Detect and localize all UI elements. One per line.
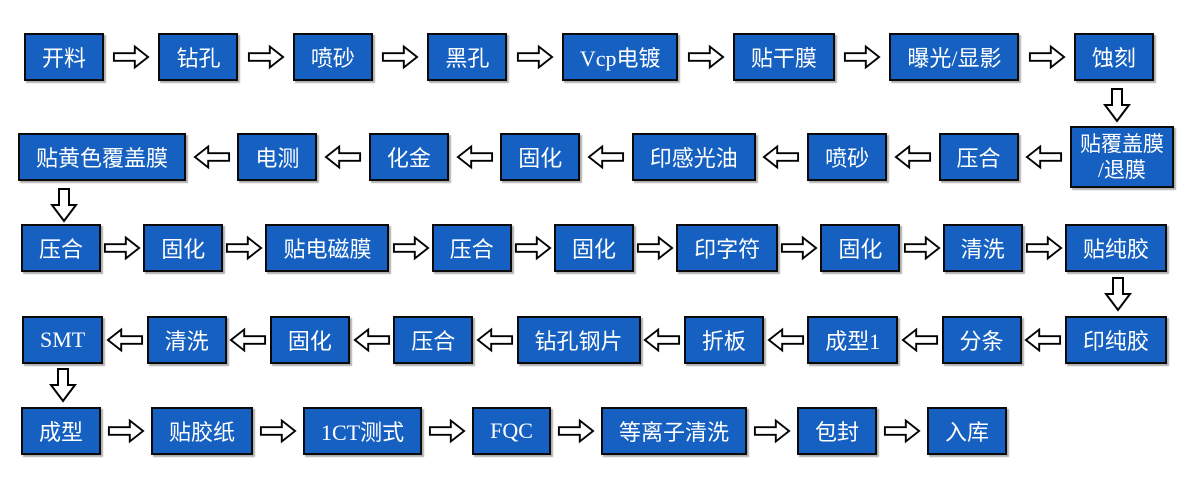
- flow-step: 等离子清洗: [600, 407, 747, 455]
- flow-step: 固化: [269, 316, 350, 364]
- right-arrow-icon: [903, 235, 941, 261]
- flow-step: 压合: [21, 224, 102, 272]
- left-arrow-icon: [229, 327, 267, 353]
- flow-step: 印字符: [676, 224, 779, 272]
- flow-step: 固化: [500, 133, 581, 181]
- right-arrow-icon: [381, 44, 419, 70]
- process-row-5: 成型 贴胶纸 1CT测式 FQC 等离子清洗 包封 入库: [21, 407, 1007, 455]
- flow-step: 贴电磁膜: [265, 224, 390, 272]
- right-arrow-icon: [636, 235, 674, 261]
- right-arrow-icon: [843, 44, 881, 70]
- flow-step-label-line: 贴覆盖膜: [1079, 131, 1164, 156]
- flow-step: 贴黄色覆盖膜: [18, 133, 187, 181]
- process-row-4: 印纯胶分条成型1 折板钻孔钢片压合固化清洗 SMT: [22, 316, 1167, 364]
- flow-step: 印感光油: [631, 133, 756, 181]
- flow-step: FQC: [472, 407, 551, 455]
- flow-step: 喷砂: [292, 33, 373, 81]
- right-arrow-icon: [247, 44, 285, 70]
- flow-step: 曝光/显影: [889, 33, 1020, 81]
- right-arrow-icon: [753, 418, 791, 444]
- flow-step: SMT: [22, 316, 104, 364]
- flow-step: 贴干膜: [732, 33, 835, 81]
- process-row-3: 压合固化贴电磁膜压合固化印字符固化清洗贴纯胶: [21, 224, 1167, 272]
- flow-step: 黑孔: [427, 33, 508, 81]
- flow-step: 印纯胶: [1064, 316, 1167, 364]
- right-arrow-icon: [1025, 235, 1063, 261]
- process-row-1: 开料 钻孔 喷砂 黑孔 Vcp电镀 贴干膜 曝光/显影 蚀刻: [24, 33, 1154, 81]
- right-arrow-icon: [103, 235, 141, 261]
- flow-step: 贴覆盖膜/退膜: [1069, 126, 1174, 188]
- right-arrow-icon: [514, 235, 552, 261]
- flow-step: Vcp电镀: [561, 33, 679, 81]
- left-arrow-icon: [766, 327, 805, 353]
- flow-step: 折板: [683, 316, 764, 364]
- left-arrow-icon: [1025, 144, 1063, 170]
- left-arrow-icon: [643, 327, 681, 353]
- left-arrow-icon: [193, 144, 231, 170]
- right-arrow-icon: [259, 418, 297, 444]
- left-arrow-icon: [587, 144, 625, 170]
- flow-step: 入库: [926, 407, 1007, 455]
- left-arrow-icon: [476, 327, 514, 353]
- right-arrow-icon: [112, 44, 150, 70]
- right-arrow-icon: [883, 418, 921, 444]
- left-arrow-icon: [762, 144, 800, 170]
- right-arrow-icon: [687, 44, 725, 70]
- left-arrow-icon: [901, 327, 939, 353]
- flow-step: 化金: [368, 133, 449, 181]
- flow-step: 蚀刻: [1073, 33, 1154, 81]
- right-arrow-icon: [780, 235, 818, 261]
- flow-step: 固化: [143, 224, 224, 272]
- flow-step: 固化: [820, 224, 901, 272]
- flow-step: 分条: [941, 316, 1022, 364]
- flow-step: 包封: [796, 407, 877, 455]
- down-arrow-icon: [50, 187, 78, 228]
- flow-step: 固化: [553, 224, 634, 272]
- flow-step: 开料: [24, 33, 105, 81]
- flow-step: 贴纯胶: [1064, 224, 1167, 272]
- right-arrow-icon: [557, 418, 595, 444]
- flow-step: 清洗: [942, 224, 1023, 272]
- flow-step: 喷砂: [807, 133, 888, 181]
- flow-step: 钻孔: [158, 33, 239, 81]
- left-arrow-icon: [106, 327, 144, 353]
- right-arrow-icon: [392, 235, 430, 261]
- flow-step: 电测: [237, 133, 318, 181]
- flow-step: 压合: [431, 224, 512, 272]
- left-arrow-icon: [324, 144, 362, 170]
- down-arrow-icon: [49, 367, 77, 408]
- flow-step-label-line: /退膜: [1098, 158, 1146, 182]
- flow-step: 1CT测式: [303, 407, 423, 455]
- down-arrow-icon: [1103, 87, 1131, 128]
- flow-step: 压合: [938, 133, 1019, 181]
- right-arrow-icon: [225, 235, 263, 261]
- flow-step: 成型: [21, 407, 102, 455]
- right-arrow-icon: [107, 418, 145, 444]
- right-arrow-icon: [1028, 44, 1066, 70]
- left-arrow-icon: [352, 327, 391, 353]
- down-arrow-icon: [1104, 276, 1132, 317]
- flow-step: 清洗: [146, 316, 227, 364]
- flow-step: 贴胶纸: [151, 407, 254, 455]
- left-arrow-icon: [894, 144, 932, 170]
- right-arrow-icon: [428, 418, 466, 444]
- left-arrow-icon: [1024, 327, 1062, 353]
- flow-step: 成型1: [807, 316, 899, 364]
- flow-step: 压合: [393, 316, 474, 364]
- flow-step: 钻孔钢片: [516, 316, 641, 364]
- process-row-2: 贴覆盖膜/退膜 压合 喷砂 印感光油 固化 化金 电测 贴黄色覆盖膜: [18, 126, 1174, 188]
- right-arrow-icon: [516, 44, 554, 70]
- left-arrow-icon: [455, 144, 494, 170]
